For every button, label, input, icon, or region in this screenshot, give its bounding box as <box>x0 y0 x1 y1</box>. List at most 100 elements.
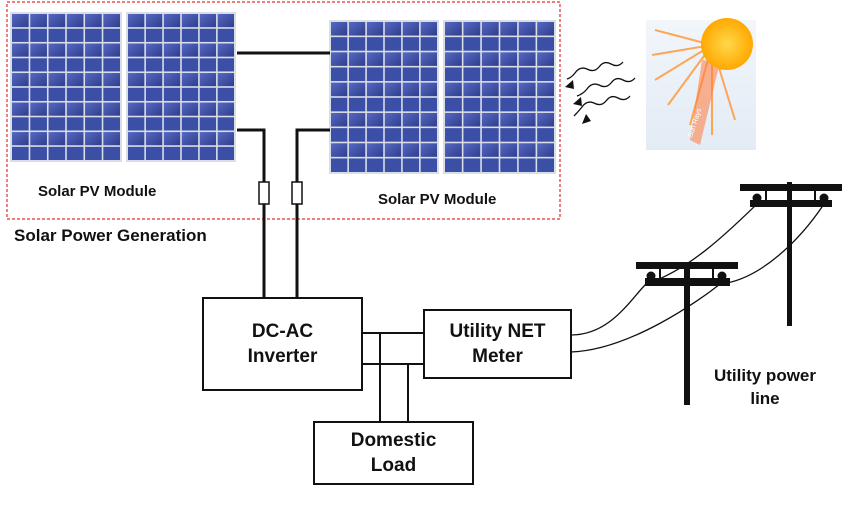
solar-cell <box>366 52 384 66</box>
solar-cell <box>199 146 217 160</box>
solar-cell <box>30 117 47 131</box>
solar-cell <box>181 58 199 72</box>
solar-cell <box>331 82 348 97</box>
solar-cell <box>366 97 384 112</box>
solar-cell <box>420 22 437 36</box>
solar-cell <box>181 28 199 42</box>
solar-cell <box>163 58 181 72</box>
solar-cell <box>366 128 384 142</box>
solar-cell <box>128 102 145 116</box>
domestic-load-label: Domestic Load <box>314 422 473 484</box>
solar-cell <box>348 67 366 82</box>
solar-cell <box>48 14 66 28</box>
solar-cell <box>402 97 420 112</box>
solar-cell <box>128 132 145 146</box>
utility-label-line2: line <box>750 389 780 408</box>
solar-cell <box>163 43 181 57</box>
solar-cell <box>163 117 181 131</box>
solar-cell <box>481 158 499 172</box>
solar-cell <box>481 112 499 127</box>
solar-cell <box>420 67 437 82</box>
solar-cell <box>103 117 120 131</box>
solar-cell <box>181 43 199 57</box>
solar-cell <box>66 28 84 42</box>
solar-cell <box>518 37 536 51</box>
solar-cell <box>12 28 29 42</box>
solar-cell <box>481 97 499 112</box>
solar-cell <box>145 14 163 28</box>
solar-cell <box>181 117 199 131</box>
solar-cell <box>145 132 163 146</box>
solar-cell <box>463 158 481 172</box>
solar-cell <box>103 58 120 72</box>
solar-cell <box>537 22 554 36</box>
solar-cell <box>48 58 66 72</box>
solar-cell <box>402 37 420 51</box>
solar-cell <box>66 58 84 72</box>
solar-cell <box>500 112 518 127</box>
solar-panel-right-2 <box>443 20 556 174</box>
right-module-label: Solar PV Module <box>378 191 497 208</box>
solar-cell <box>500 82 518 97</box>
solar-cell <box>163 28 181 42</box>
solar-cell <box>163 102 181 116</box>
solar-cell <box>217 117 234 131</box>
solar-cell <box>463 143 481 157</box>
solar-cell <box>85 87 102 101</box>
solar-cell <box>537 82 554 97</box>
solar-cell <box>85 43 102 57</box>
solar-cell <box>420 158 437 172</box>
solar-cell <box>85 102 102 116</box>
solar-panel-right-1 <box>329 20 439 174</box>
solar-cell <box>366 37 384 51</box>
utility-label-line1: Utility power <box>713 366 816 385</box>
solar-power-generation-label: Solar Power Generation <box>14 226 207 245</box>
solar-cell <box>420 52 437 66</box>
solar-cell <box>384 22 402 36</box>
sun-icon: Sun Rays <box>646 18 756 150</box>
sunlight-arrows <box>566 61 636 117</box>
solar-cell <box>420 128 437 142</box>
solar-cell <box>66 73 84 87</box>
solar-cell <box>30 73 47 87</box>
solar-cell <box>500 22 518 36</box>
solar-cell <box>402 143 420 157</box>
solar-cell <box>384 67 402 82</box>
solar-cell <box>445 67 462 82</box>
domestic-load-box <box>313 421 474 485</box>
solar-cell <box>145 73 163 87</box>
solar-cell <box>66 132 84 146</box>
solar-cell <box>348 82 366 97</box>
solar-cell <box>181 146 199 160</box>
domestic-load-label-line1: Domestic <box>350 430 437 451</box>
solar-cell <box>48 117 66 131</box>
solar-cell <box>12 117 29 131</box>
solar-cell <box>145 146 163 160</box>
solar-cell <box>103 102 120 116</box>
solar-cell <box>163 14 181 28</box>
solar-cell <box>402 52 420 66</box>
solar-cell <box>217 58 234 72</box>
solar-cell <box>500 128 518 142</box>
solar-cell <box>463 97 481 112</box>
solar-cell <box>402 82 420 97</box>
solar-cell <box>402 22 420 36</box>
solar-cell <box>103 28 120 42</box>
solar-cell <box>500 97 518 112</box>
solar-cell <box>199 132 217 146</box>
solar-cell <box>217 14 234 28</box>
solar-cell <box>12 14 29 28</box>
solar-cell <box>384 143 402 157</box>
solar-cell <box>402 112 420 127</box>
inverter-label: DC-AC Inverter <box>203 298 362 390</box>
solar-cell <box>463 67 481 82</box>
solar-cell <box>445 128 462 142</box>
solar-cell <box>48 73 66 87</box>
solar-cell <box>481 82 499 97</box>
solar-cell <box>384 128 402 142</box>
solar-cell <box>30 28 47 42</box>
solar-cell <box>384 97 402 112</box>
solar-cell <box>366 67 384 82</box>
solar-cell <box>518 82 536 97</box>
